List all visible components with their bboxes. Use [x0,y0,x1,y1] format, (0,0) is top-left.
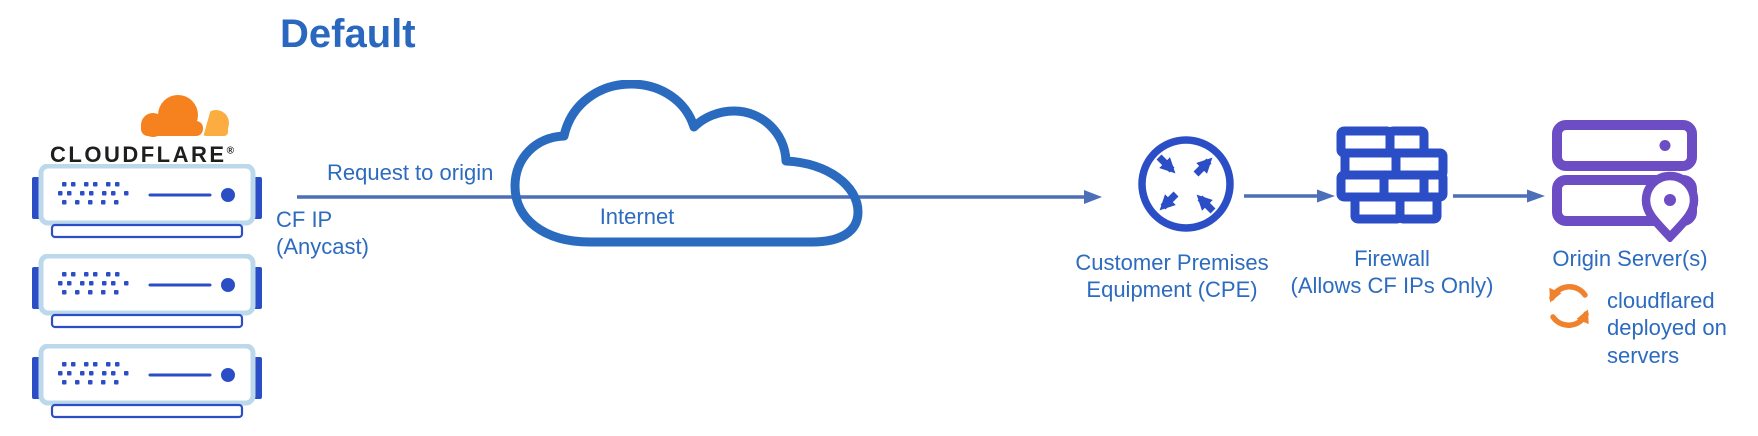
cloudflared-note-label: cloudflared deployed on servers [1607,288,1727,368]
edge-server-icon [32,254,262,329]
firewall-label: Firewall (Allows CF IPs Only) [1290,246,1494,299]
cloudflare-logo-icon [141,95,229,141]
server-led-dots [58,182,129,205]
origin-server-label: Origin Server(s) [1552,246,1708,271]
cpe-router-icon [1138,136,1234,232]
cloudflare-server-stack [32,164,262,419]
cloudflare-logo-wordmark: CLOUDFLARE® [36,142,248,168]
internet-cloud-icon [510,80,863,247]
cloudflare-logo-label: CLOUDFLARE [50,142,227,167]
internet-label: Internet [599,204,675,229]
edge-server-icon [32,344,262,419]
server-led-dot [1659,140,1671,151]
request-to-origin-label: Request to origin [327,160,494,185]
origin-server-icon [1552,120,1699,242]
diagram-title: Default [280,12,416,56]
server-led-dots [58,272,129,295]
cpe-to-firewall-arrow [1244,189,1335,203]
registered-mark: ® [226,145,234,157]
firewall-to-origin-arrow [1453,189,1545,203]
firewall-icon [1336,126,1448,224]
edge-server-icon [32,164,262,239]
request-arrow [297,190,1102,204]
sync-arrows-icon [1549,284,1589,328]
cpe-label: Customer Premises Equipment (CPE) [1075,250,1269,303]
cf-ip-anycast-label: CF IP (Anycast) [276,207,369,260]
location-pin-dot [1664,194,1676,206]
server-led-dots [58,362,129,385]
